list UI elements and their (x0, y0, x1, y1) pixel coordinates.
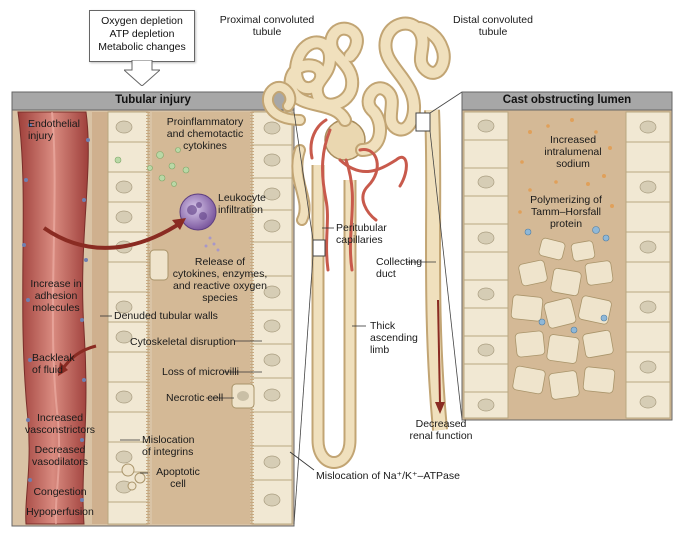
label-cytoskeletal: Cytoskeletal disruption (130, 336, 236, 348)
tamm-horsfall-droplets (524, 226, 610, 334)
zoom-line-4 (429, 130, 463, 421)
label-vasodilators: Decreased vasodilators (31, 444, 89, 468)
apoptotic-cell (121, 463, 146, 491)
label-release: Release of cytokines, enzymes, and react… (172, 256, 268, 304)
callout-line-metabolic: Metabolic changes (98, 41, 186, 53)
zoom-line-3 (429, 91, 463, 114)
label-decreased-renal-function: Decreased renal function (409, 418, 473, 442)
interstitium-left (92, 112, 108, 524)
label-microvilli: Loss of microvilli (162, 366, 240, 378)
migration-arrowhead (172, 218, 186, 230)
right-panel-header (461, 91, 673, 111)
center-leader-lines (289, 227, 436, 471)
distal-tubule (357, 18, 449, 155)
callout-line-atp: ATP depletion (109, 28, 175, 40)
collecting-duct (426, 109, 446, 431)
label-cytokines: Proinflammatory and chemotactic cytokine… (166, 116, 244, 152)
label-integrins: Mislocation of integrins (142, 434, 195, 458)
loop-of-henle (313, 165, 355, 467)
tubular-lumen-left (152, 112, 250, 524)
label-collecting-duct: Collecting duct (376, 256, 423, 280)
cast-wall-right (625, 111, 671, 419)
label-tamm-horsfall: Polymerizing of Tamm–Horsfall protein (530, 194, 602, 230)
label-necrotic: Necrotic cell (166, 392, 224, 404)
label-peritubular-capillaries: Peritubular capillaries (336, 222, 387, 246)
label-hypoperfusion: Hypoperfusion (26, 506, 94, 518)
backleak-arrowhead (58, 362, 68, 376)
zoom-line-2 (293, 255, 314, 525)
label-proximal-tubule: Proximal convoluted tubule (219, 14, 315, 38)
left-panel (11, 91, 295, 527)
label-intralumenal-sodium: Increased intralumenal sodium (544, 134, 602, 170)
label-vasoconstrictors: Increased vasconstrictors (24, 412, 96, 436)
zoom-line-1 (293, 111, 314, 241)
right-panel-title: Cast obstructing lumen (502, 94, 632, 106)
zoom-box-duct (415, 112, 431, 132)
label-leukocyte-infiltration: Leukocyte infiltration (218, 192, 266, 216)
shed-cells (121, 249, 255, 491)
peritubular-capillaries (309, 118, 408, 272)
label-adhesion: Increase in adhesion molecules (30, 278, 82, 314)
right-panel (461, 91, 673, 421)
left-leader-lines (100, 315, 262, 474)
proximal-tubule (285, 23, 362, 125)
urine-flow-line (437, 299, 441, 405)
adhesion-molecule-dots (22, 123, 90, 502)
left-panel-title: Tubular injury (115, 94, 191, 106)
label-thick-ascending-limb: Thick ascending limb (370, 320, 418, 356)
sodium-dots (518, 118, 614, 214)
denuded-cell (149, 249, 169, 281)
urine-flow-arrowhead (435, 402, 445, 414)
leukocyte-migration-arrow (42, 220, 184, 250)
leukocyte (179, 193, 220, 252)
cast-wall-left (463, 111, 509, 419)
epithelium-left (107, 111, 150, 525)
zoom-box-tubule (312, 239, 326, 257)
epithelium-right (250, 111, 293, 525)
label-backleak: Backleak of fluid (32, 352, 75, 376)
loop-of-henle-outline (311, 165, 357, 469)
nephron (262, 16, 463, 525)
label-endothelial-injury: Endothelial injury (28, 118, 80, 142)
cytokine-droplets (114, 147, 190, 187)
callout-line-oxygen: Oxygen depletion (101, 15, 183, 27)
callout-down-arrow (124, 60, 160, 86)
label-denuded-walls: Denuded tubular walls (114, 310, 218, 322)
label-distal-tubule: Distal convoluted tubule (453, 14, 533, 38)
vessel-highlight (51, 111, 61, 525)
label-apoptotic: Apoptotic cell (156, 466, 200, 490)
label-congestion: Congestion (33, 486, 87, 498)
stressor-callout: Oxygen depletion ATP depletion Metabolic… (89, 10, 195, 62)
label-mislocation-na-k-atpase: Mislocation of Na⁺/K⁺–ATPase (316, 470, 460, 482)
